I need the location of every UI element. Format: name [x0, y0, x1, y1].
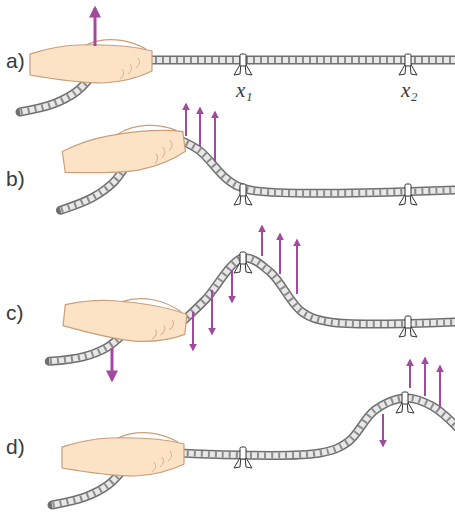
rope-tail-twist — [56, 167, 130, 210]
hand-finger — [154, 153, 159, 163]
ribbon-knot — [240, 184, 246, 196]
rope-core — [180, 398, 455, 455]
position-label: x₂ — [401, 80, 418, 101]
rope-core — [180, 140, 455, 193]
rope-tail-group — [56, 167, 130, 210]
hand-finger — [120, 69, 124, 79]
motion-arrow — [211, 290, 213, 334]
motion-arrow — [185, 104, 187, 136]
panel-letter: a) — [6, 50, 25, 71]
ribbon-knot — [240, 54, 246, 66]
ribbon-knot — [402, 392, 408, 404]
hand-thumb — [116, 121, 177, 139]
rope-twist — [180, 140, 455, 193]
ribbon-marker — [396, 392, 414, 413]
rope-tail-core — [20, 78, 90, 112]
motion-arrow — [111, 348, 114, 380]
hand-finger — [161, 325, 166, 335]
motion-arrow — [424, 358, 426, 396]
ribbon-marker — [234, 447, 252, 468]
ribbon-knot — [405, 316, 411, 328]
motion-arrow — [439, 366, 441, 408]
hand-finger — [168, 451, 172, 461]
hand-finger — [152, 329, 157, 339]
rope — [180, 140, 455, 193]
ribbon-knot — [240, 252, 246, 264]
hand — [62, 433, 184, 476]
hand-fist — [30, 45, 152, 83]
ribbon-knot — [240, 447, 246, 459]
rope-tail-core — [56, 167, 130, 210]
panel-letter: d) — [6, 436, 25, 457]
rope-twist — [182, 258, 455, 324]
hand-finger — [160, 457, 164, 467]
ribbon-marker — [234, 252, 252, 273]
ribbon-marker — [399, 184, 417, 205]
rope-tail-group — [20, 78, 90, 112]
motion-arrow — [409, 360, 411, 388]
motion-arrow — [261, 226, 263, 256]
hand-fist — [61, 125, 187, 180]
rope-tail-core — [52, 471, 122, 505]
hand — [30, 40, 152, 83]
hand-finger — [152, 462, 156, 472]
hand-finger — [161, 147, 166, 157]
panel-letter: c) — [6, 302, 24, 323]
motion-arrow — [192, 312, 194, 350]
hand — [62, 290, 188, 346]
rope — [182, 258, 455, 324]
motion-arrow — [231, 270, 233, 302]
motion-arrows — [95, 8, 440, 446]
motion-arrow — [279, 234, 281, 274]
rope — [180, 398, 455, 455]
rope-twist — [180, 398, 455, 455]
position-label: x₁ — [236, 80, 253, 101]
hand-finger — [136, 58, 140, 68]
ribbon-marker — [399, 316, 417, 337]
rope-tail-twist — [52, 471, 122, 505]
ribbon-marker — [399, 54, 417, 75]
rope-tail — [52, 471, 122, 505]
rope-tail-group — [52, 471, 122, 505]
motion-arrow — [94, 8, 97, 46]
hand — [60, 120, 187, 180]
panel-letter: b) — [6, 168, 25, 189]
hands — [30, 40, 188, 476]
ropes — [20, 60, 455, 505]
motion-arrow — [199, 108, 201, 146]
hand-thumb — [121, 296, 182, 312]
ribbon-marker — [234, 184, 252, 205]
rope-tail — [56, 167, 130, 210]
motion-arrow — [214, 112, 216, 162]
hand-fist — [62, 295, 187, 346]
motion-arrow — [382, 414, 384, 446]
rope-core — [182, 258, 455, 324]
ribbons — [234, 54, 417, 468]
motion-arrow — [296, 240, 298, 294]
ribbon-knot — [405, 184, 411, 196]
hand-thumb — [118, 433, 178, 442]
hand-fist — [62, 438, 184, 476]
hand-finger — [168, 140, 173, 150]
ribbon-marker — [234, 54, 252, 75]
hand-finger — [128, 64, 132, 74]
rope-tail-twist — [20, 78, 90, 112]
hand-finger — [169, 320, 174, 330]
rope-tail — [20, 78, 90, 112]
ribbon-knot — [405, 54, 411, 66]
